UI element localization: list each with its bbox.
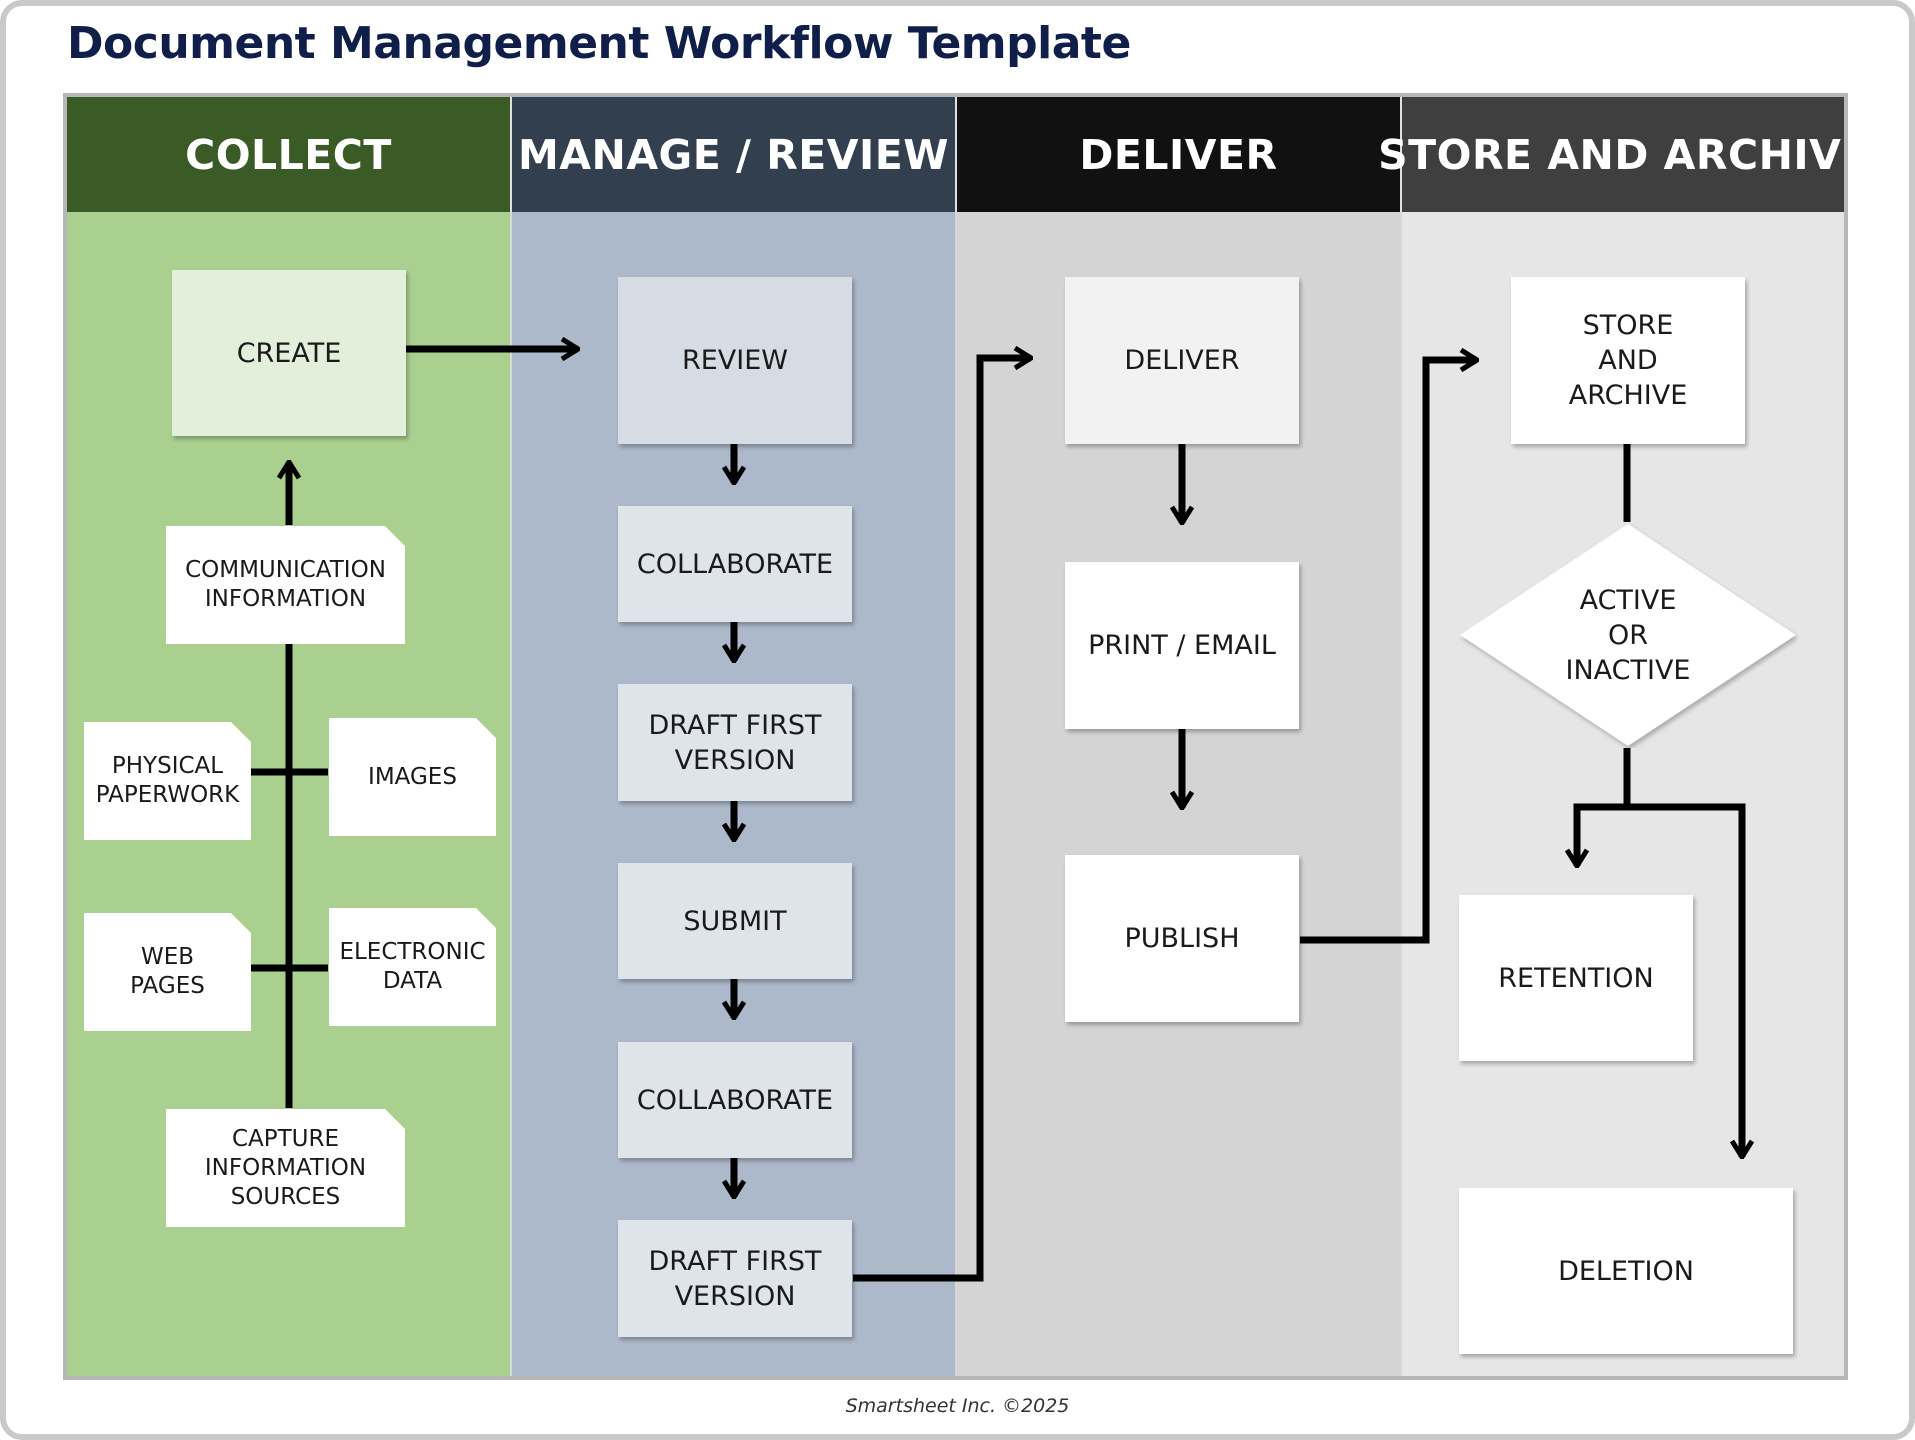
footer-copyright: Smartsheet Inc. ©2025 bbox=[845, 1395, 1070, 1417]
print-email-box[interactable]: PRINT / EMAIL bbox=[1065, 562, 1299, 729]
lane-header-deliver: DELIVER bbox=[957, 97, 1402, 212]
store-and-archive-box[interactable]: STORE AND ARCHIVE bbox=[1511, 277, 1745, 444]
deletion-box[interactable]: DELETION bbox=[1459, 1188, 1793, 1354]
communication-information-doc[interactable]: COMMUNICATION INFORMATION bbox=[166, 526, 405, 644]
active-inactive-decision[interactable]: ACTIVE OR INACTIVE bbox=[1458, 522, 1798, 748]
decision-diamond-shape bbox=[1460, 524, 1796, 746]
decision-to-retention-arrow bbox=[1577, 748, 1631, 866]
lane-header-collect: COLLECT bbox=[67, 97, 512, 212]
physical-paperwork-doc[interactable]: PHYSICAL PAPERWORK bbox=[84, 722, 251, 840]
deliver-box[interactable]: DELIVER bbox=[1065, 277, 1299, 444]
electronic-data-doc[interactable]: ELECTRONIC DATA bbox=[329, 908, 496, 1026]
collaborate-box-2[interactable]: COLLABORATE bbox=[618, 1042, 852, 1158]
capture-information-sources-doc[interactable]: CAPTURE INFORMATION SOURCES bbox=[166, 1109, 405, 1227]
lane-header-manage-review: MANAGE / REVIEW bbox=[512, 97, 957, 212]
create-box[interactable]: CREATE bbox=[172, 270, 406, 436]
draft-first-version-box-2[interactable]: DRAFT FIRST VERSION bbox=[618, 1220, 852, 1337]
publish-to-store-arrow bbox=[1300, 360, 1477, 944]
draft-to-deliver-arrow bbox=[853, 358, 1031, 1282]
publish-box[interactable]: PUBLISH bbox=[1065, 855, 1299, 1022]
lane-header-store-archive: STORE AND ARCHIVE bbox=[1378, 97, 1844, 212]
draft-first-version-box-1[interactable]: DRAFT FIRST VERSION bbox=[618, 684, 852, 801]
collaborate-box-1[interactable]: COLLABORATE bbox=[618, 506, 852, 622]
page-title: Document Management Workflow Template bbox=[67, 18, 1131, 69]
web-pages-doc[interactable]: WEB PAGES bbox=[84, 913, 251, 1031]
images-doc[interactable]: IMAGES bbox=[329, 718, 496, 836]
submit-box[interactable]: SUBMIT bbox=[618, 863, 852, 979]
review-box[interactable]: REVIEW bbox=[618, 277, 852, 444]
decision-label: ACTIVE OR INACTIVE bbox=[1565, 584, 1691, 686]
decision-to-deletion-arrow bbox=[1627, 803, 1742, 1157]
retention-box[interactable]: RETENTION bbox=[1459, 895, 1693, 1061]
